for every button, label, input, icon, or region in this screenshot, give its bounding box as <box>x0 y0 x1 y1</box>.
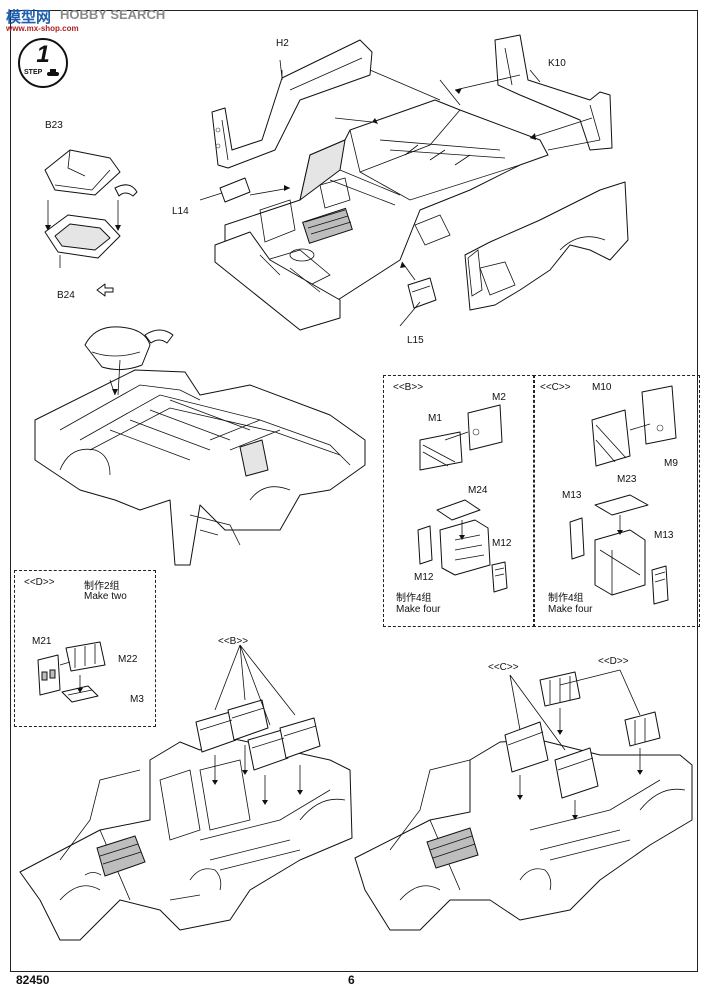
step-number: 1 <box>36 41 50 68</box>
tank-icon <box>47 69 59 76</box>
label-l15: L15 <box>407 335 424 346</box>
box-c-label-m13-left: M13 <box>562 490 582 501</box>
step-label: STEP <box>24 69 43 76</box>
catalog-number: 82450 <box>16 973 50 987</box>
box-b-label-m2: M2 <box>492 392 506 403</box>
callout-b: <<B>> <box>218 636 249 647</box>
box-b-note-en: Make four <box>396 604 441 615</box>
label-l14: L14 <box>172 206 189 217</box>
box-c-note-en: Make four <box>548 604 593 615</box>
box-d-label-m22: M22 <box>118 654 138 665</box>
watermark-site: www.mx-shop.com <box>6 24 79 33</box>
label-h2: H2 <box>276 38 289 49</box>
box-d-note-cn: 制作2组 <box>84 581 120 592</box>
box-d-title: <<D>> <box>24 577 55 588</box>
box-b-label-m1: M1 <box>428 413 442 424</box>
callout-c: <<C>> <box>488 662 519 673</box>
box-b-title: <<B>> <box>393 382 424 393</box>
box-d-frame <box>14 570 156 727</box>
box-c-note-cn: 制作4组 <box>548 593 584 604</box>
box-b-label-m12-left: M12 <box>414 572 434 583</box>
label-b23: B23 <box>45 120 63 131</box>
box-c-label-m13-right: M13 <box>654 530 674 541</box>
page-frame <box>10 10 698 972</box>
box-b-note-cn: 制作4组 <box>396 593 432 604</box>
box-c-label-m23: M23 <box>617 474 637 485</box>
label-k10: K10 <box>548 58 566 69</box>
box-b-frame <box>383 375 535 627</box>
label-b24: B24 <box>57 290 75 301</box>
box-c-label-m10: M10 <box>592 382 612 393</box>
box-d-label-m3: M3 <box>130 694 144 705</box>
watermark-en: HOBBY SEARCH <box>60 7 166 22</box>
callout-d: <<D>> <box>598 656 629 667</box>
box-d-label-m21: M21 <box>32 636 52 647</box>
box-c-title: <<C>> <box>540 382 571 393</box>
watermark-cn: 模型网 <box>6 9 52 26</box>
box-d-note-en: Make two <box>84 591 127 602</box>
box-b-label-m12-right: M12 <box>492 538 512 549</box>
page-number: 6 <box>348 973 355 987</box>
step-badge: 1 STEP <box>18 38 68 88</box>
box-c-label-m9: M9 <box>664 458 678 469</box>
box-b-label-m24: M24 <box>468 485 488 496</box>
box-c-frame <box>533 375 700 627</box>
